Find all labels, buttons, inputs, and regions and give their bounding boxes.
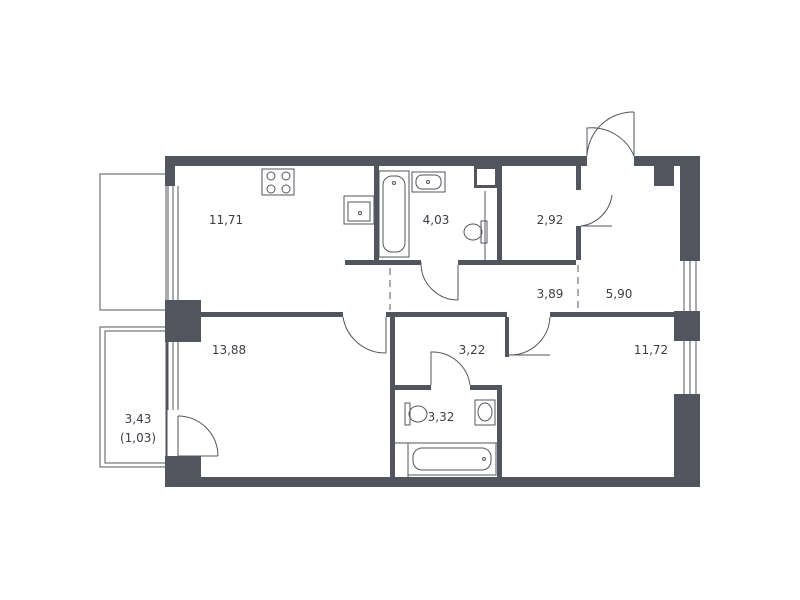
washbasin-icon	[474, 399, 496, 426]
area-bathroom-bottom: 3,32	[428, 410, 455, 424]
area-balcony-reduced: (1,03)	[120, 431, 156, 445]
area-living-room: 13,88	[212, 343, 246, 357]
balcony-bottom	[99, 326, 168, 468]
outer-walls	[165, 156, 700, 487]
bathtub-icon	[407, 442, 497, 476]
area-bedroom: 11,72	[634, 343, 668, 357]
washbasin-icon	[411, 171, 446, 193]
toilet-icon	[463, 220, 488, 244]
toilet-icon	[404, 402, 428, 426]
area-corridor: 3,89	[537, 287, 564, 301]
zone-divider	[389, 265, 579, 312]
window-icon	[167, 186, 697, 410]
interior-walls	[201, 166, 674, 477]
balcony-top	[99, 173, 167, 311]
door-swing-icon	[177, 111, 635, 457]
area-hall-small: 3,22	[459, 343, 486, 357]
stove-icon	[261, 168, 295, 196]
area-balcony: 3,43	[125, 412, 152, 426]
sink-icon	[343, 195, 375, 225]
bathtub-icon	[378, 170, 410, 258]
area-closet: 2,92	[537, 213, 564, 227]
area-hall: 5,90	[606, 287, 633, 301]
area-bathroom-top: 4,03	[423, 213, 450, 227]
area-kitchen: 11,71	[209, 213, 243, 227]
